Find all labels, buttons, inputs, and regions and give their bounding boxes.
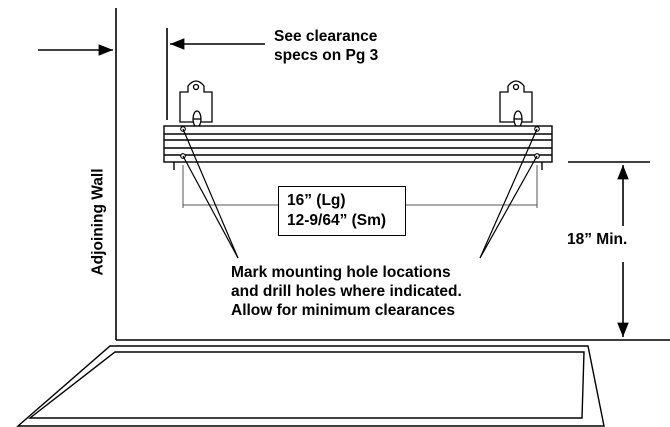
mounting-rail xyxy=(163,125,553,170)
mounting-instructions: Mark mounting hole locations and drill h… xyxy=(231,263,462,320)
floor-mat xyxy=(16,345,605,427)
clearance-arrow xyxy=(166,28,265,120)
clearance-note-line-2: specs on Pg 3 xyxy=(274,47,379,64)
clearance-note: See clearance specs on Pg 3 xyxy=(274,27,378,65)
instruction-line-2: and drill holes where indicated. xyxy=(231,283,462,300)
leader-lines xyxy=(182,128,538,259)
clearance-note-line-1: See clearance xyxy=(274,28,378,45)
height-dimension xyxy=(568,161,650,337)
spacing-large-label: 16” (Lg) xyxy=(287,192,346,209)
bracket-hook-right xyxy=(499,80,533,128)
instruction-line-3: Allow for minimum clearances xyxy=(231,302,455,319)
bracket-hook-left xyxy=(179,80,213,128)
wall-corner xyxy=(115,8,670,341)
min-height-label: 18” Min. xyxy=(567,231,628,248)
instruction-line-1: Mark mounting hole locations xyxy=(231,264,451,281)
hole-spacing-dimension xyxy=(182,165,538,208)
hole-spacing-box: 16” (Lg) 12-9/64” (Sm) xyxy=(278,186,406,236)
spacing-small-label: 12-9/64” (Sm) xyxy=(287,212,387,229)
adjoining-wall-label: Adjoining Wall xyxy=(89,168,107,276)
